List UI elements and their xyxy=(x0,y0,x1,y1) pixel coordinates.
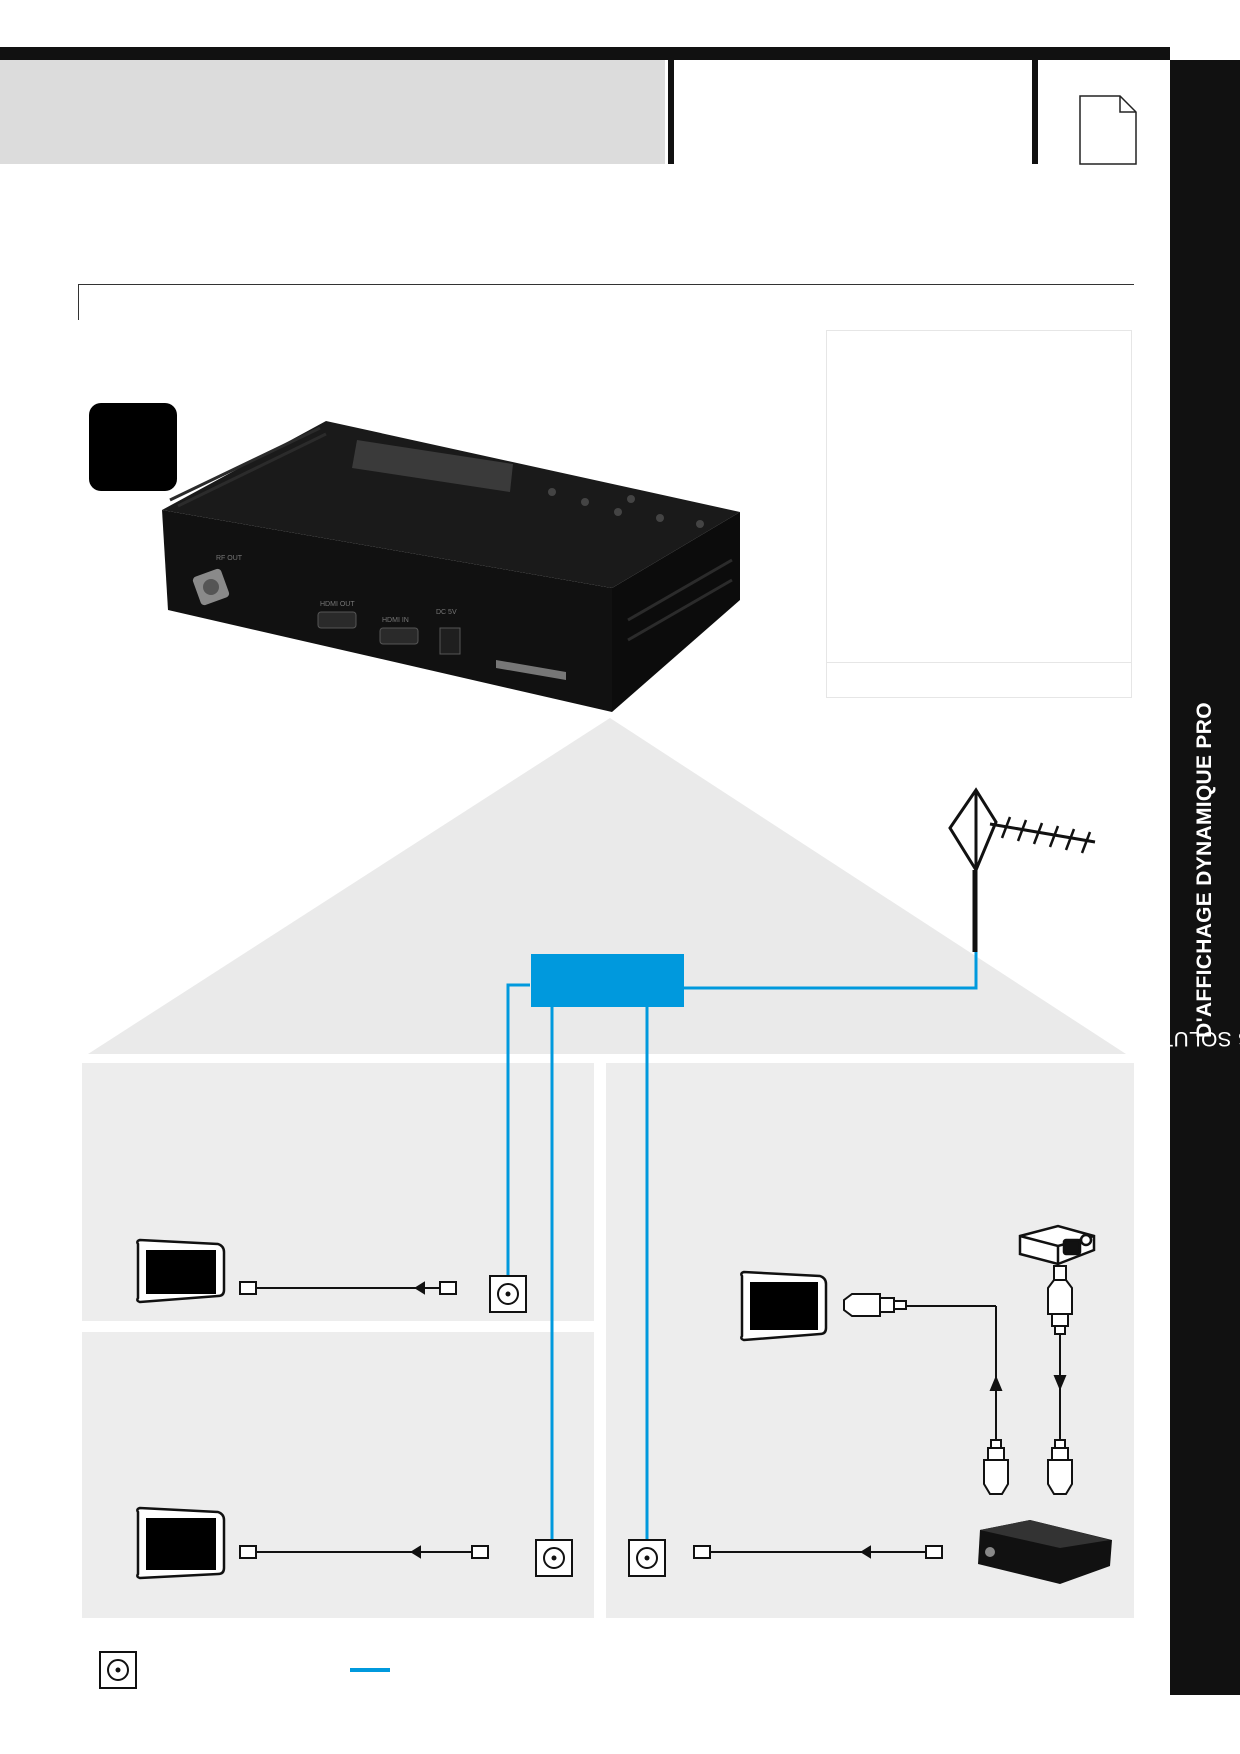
splitter-box xyxy=(531,954,684,1007)
house-roof xyxy=(88,718,1126,1054)
section-rule-tick xyxy=(78,284,79,320)
hdmi-connector-icon xyxy=(1047,1265,1073,1335)
info-box-divider xyxy=(827,662,1131,663)
coax-patch-cable xyxy=(239,1545,489,1559)
coax-cables xyxy=(506,952,978,1542)
coax-patch-cable xyxy=(239,1281,457,1295)
hdmi-connector-icon xyxy=(843,1293,907,1317)
tv-antenna-icon xyxy=(948,787,1096,952)
document-icon xyxy=(1079,95,1137,165)
hdmi-connector-icon xyxy=(983,1439,1009,1495)
side-band xyxy=(1170,60,1240,1695)
hdmi-in-label: HDMI IN xyxy=(382,617,409,624)
coax-wall-socket-icon xyxy=(628,1539,666,1577)
hdmi-modulator-icon xyxy=(978,1520,1112,1584)
projector-icon xyxy=(1018,1224,1096,1266)
info-box xyxy=(826,330,1132,698)
header-top-bar xyxy=(0,47,1170,60)
hdmi-out-label: HDMI OUT xyxy=(320,601,355,608)
tv-icon xyxy=(136,1238,226,1304)
hdmi-modulator-device: RF OUT HDMI OUT HDMI IN DC 5V xyxy=(162,421,740,712)
hdmi-connector-icon xyxy=(1047,1439,1073,1495)
coax-wall-socket-icon xyxy=(489,1275,527,1313)
step-badge xyxy=(89,403,177,491)
hdmi-cables xyxy=(906,1305,1067,1440)
section-rule xyxy=(78,284,1134,285)
coax-wall-socket-icon xyxy=(535,1539,573,1577)
header-divider xyxy=(668,60,674,164)
legend-wall-socket-icon xyxy=(99,1651,137,1689)
header-divider xyxy=(1032,60,1038,164)
tv-icon xyxy=(136,1506,226,1580)
header-title-panel xyxy=(0,60,665,164)
rf-port-label: RF OUT xyxy=(216,555,243,562)
coax-patch-cable xyxy=(693,1545,943,1559)
dc-label: DC 5V xyxy=(436,609,457,616)
tv-icon xyxy=(740,1270,828,1342)
